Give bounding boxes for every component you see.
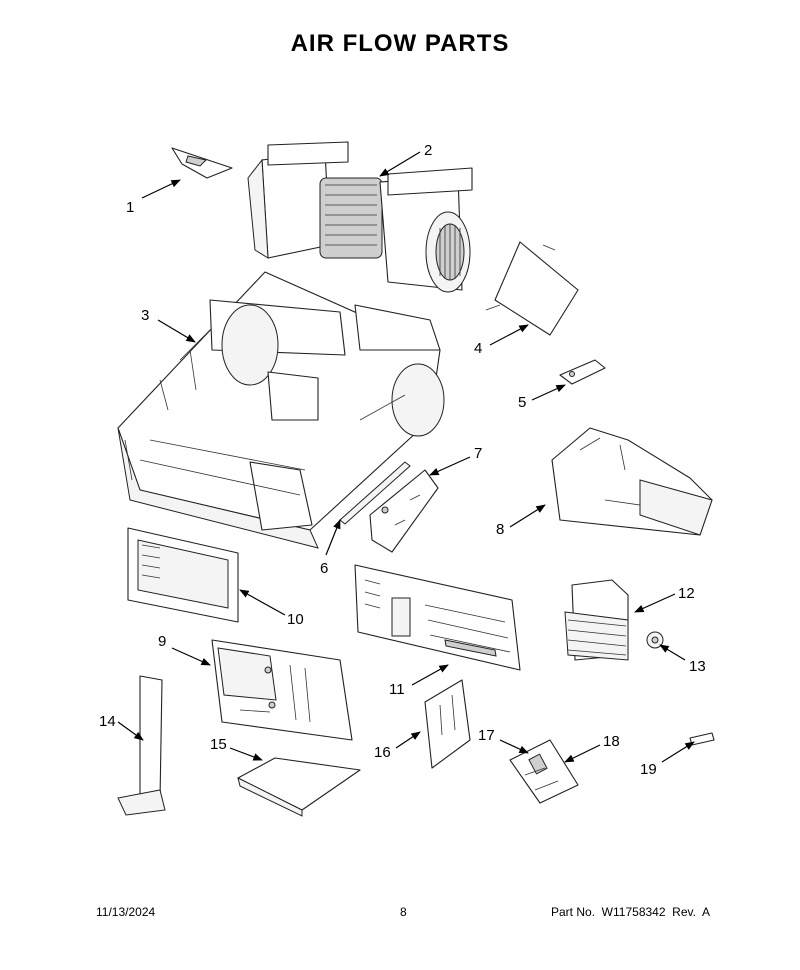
part-13-thermostat [646,631,664,649]
part-4-cover-plate [485,241,579,336]
part-5-bracket [559,359,606,385]
callout-6: 6 [320,560,328,577]
part-12-transformer [564,579,629,661]
callout-7: 7 [474,445,482,462]
part-6-gasket-strip [339,461,411,525]
leader-lines [117,151,695,763]
callout-1: 1 [126,199,134,216]
part-10-filter-frame [127,527,239,623]
callout-18: 18 [603,733,620,750]
callout-3: 3 [141,307,149,324]
callout-19: 19 [640,761,657,778]
part-16-slotted-board [424,679,471,769]
part-15-tray [237,757,361,817]
callout-9: 9 [158,633,166,650]
callout-17: 17 [478,727,495,744]
part-9-mounting-plate [211,639,353,741]
callout-15: 15 [210,736,227,753]
part-8-exhaust-duct [551,427,713,536]
part-1-grille [171,147,233,179]
callout-labels: 1 2 3 4 5 6 7 8 9 10 11 12 13 14 15 16 1… [99,142,706,778]
footer-date: 11/13/2024 [96,905,156,919]
callout-11: 11 [389,681,405,698]
callout-14: 14 [99,713,116,730]
callout-2: 2 [424,142,432,159]
part-19-pin [689,732,715,746]
part-3-air-duct-housing [117,271,445,549]
callout-8: 8 [496,521,504,538]
callout-4: 4 [474,340,482,357]
callout-13: 13 [689,658,706,675]
part-7-damper-bracket [369,469,439,553]
callout-16: 16 [374,744,391,761]
callout-12: 12 [678,585,695,602]
part-14-vertical-bracket [117,675,166,816]
part-11-control-panel [354,564,521,671]
page-title: AIR FLOW PARTS [290,30,510,57]
part-17-18-control-board [509,739,579,804]
footer-part-number: Part No. W11758342 Rev. A [551,905,710,919]
callout-5: 5 [518,394,526,411]
footer-page-number: 8 [400,905,407,919]
part-2-blower-motor [247,141,473,293]
callout-10: 10 [287,611,304,628]
